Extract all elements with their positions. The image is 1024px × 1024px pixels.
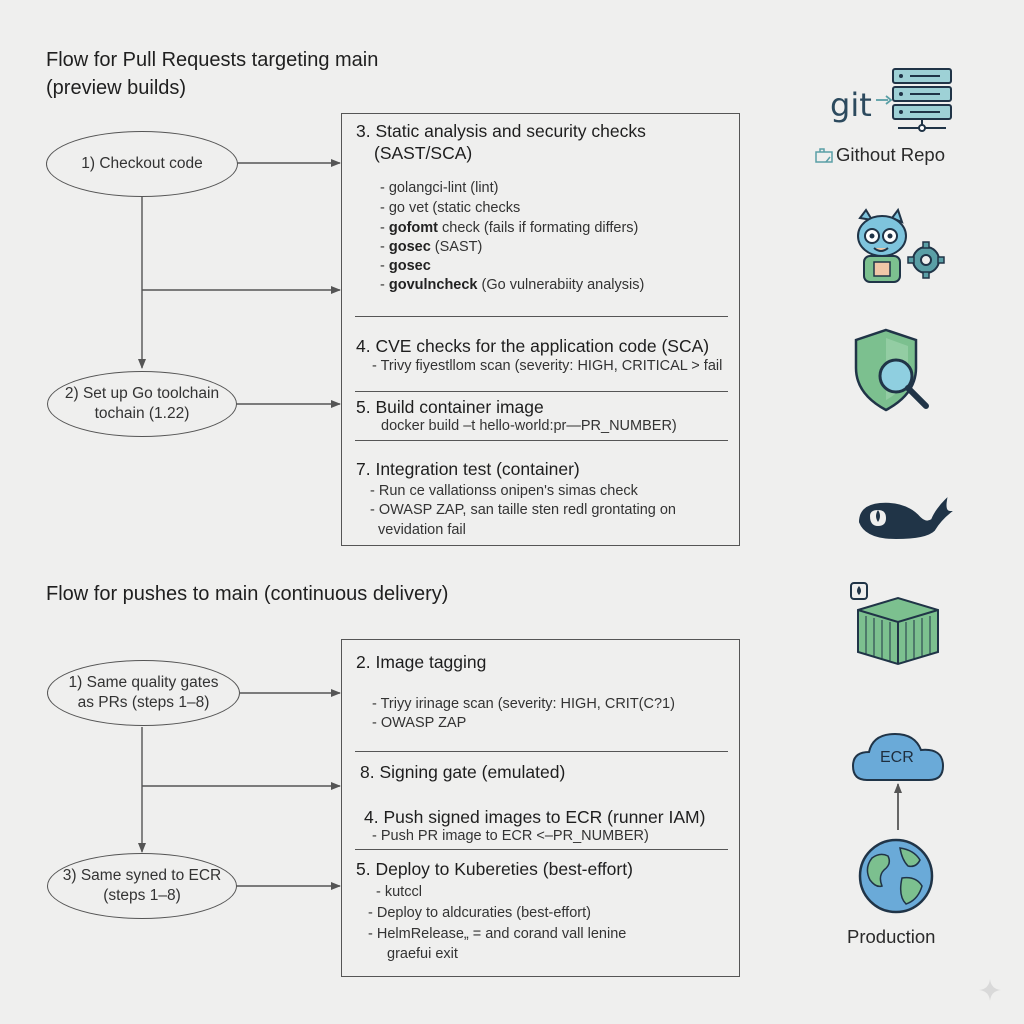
section-image-tagging-title: 2. Image tagging [356, 652, 487, 672]
static-item-rest: (Go vulnerabiity analysis) [477, 277, 645, 293]
integration-item: vevidation fail [378, 522, 466, 538]
container-icon [850, 582, 939, 666]
static-item-bold: govulncheck [388, 277, 478, 293]
server-icon [876, 68, 952, 132]
static-item-prefix: - [380, 258, 389, 274]
divider [355, 316, 728, 317]
ecr-cloud-icon [851, 732, 945, 781]
static-item-rest: check (fails if formating differs) [437, 220, 639, 236]
section-signing-gate-title: 8. Signing gate (emulated) [360, 762, 566, 782]
section-integration-title: 7. Integration test (container) [356, 459, 580, 479]
integration-item: - OWASP ZAP, san taille sten redl gronta… [370, 502, 677, 518]
divider [355, 751, 728, 752]
repo-small-icon [815, 148, 833, 163]
section-cve-title: 4. CVE checks for the application code (… [356, 336, 710, 356]
push-item: - Push PR image to ECR <–PR_NUMBER) [372, 828, 649, 844]
step-synced-ecr: 3) Same syned to ECR (steps 1–8) [47, 853, 237, 919]
pr-flow-title-line2: (preview builds) [46, 77, 187, 99]
main-delivery-box [341, 639, 740, 977]
static-item: - govulncheck (Go vulnerabiity analysis) [380, 275, 644, 295]
tagging-item: - OWASP ZAP [372, 715, 467, 731]
static-item-bold: gofomt [388, 220, 438, 236]
section-static-analysis-title-line1: 3. Static analysis and security checks [356, 121, 646, 141]
step-quality-gates: 1) Same quality gates as PRs (steps 1–8) [47, 660, 240, 726]
static-item-prefix: - [380, 277, 389, 293]
step-setup-go-line2: tochain (1.22) [94, 405, 190, 422]
divider [355, 440, 728, 441]
section-deploy-title: 5. Deploy to Kubereties (best-effort) [356, 859, 633, 879]
static-item: - gosec (SAST) [380, 237, 482, 257]
step-checkout-code-label: 1) Checkout code [81, 155, 203, 172]
static-item-bold: gosec [388, 258, 431, 274]
step-setup-go: 2) Set up Go toolchain tochain (1.22) [47, 371, 237, 437]
deploy-item: - HelmRelease„ = and corand vall lenine [368, 926, 627, 942]
section-static-analysis-title-line2: (SAST/SCA) [374, 143, 473, 163]
deploy-item: - Deploy to aldcuraties (best-effort) [368, 905, 591, 921]
whale-icon [858, 497, 953, 540]
pr-flow-title-line1: Flow for Pull Requests targeting main [46, 49, 379, 71]
main-flow-title: Flow for pushes to main (continuous deli… [46, 583, 449, 605]
static-item: - go vet (static checks [380, 200, 521, 216]
step-quality-gates-line2: as PRs (steps 1–8) [77, 694, 210, 711]
step-quality-gates-line1: 1) Same quality gates [68, 674, 219, 691]
deploy-item: graefui exit [387, 946, 458, 962]
section-build-title: 5. Build container image [356, 397, 544, 417]
repo-label: Githout Repo [836, 144, 945, 166]
sparkle-icon [979, 979, 1001, 1001]
step-checkout-code: 1) Checkout code [46, 131, 238, 197]
shield-search-icon [854, 328, 929, 412]
divider [355, 849, 728, 850]
static-item-prefix: - [380, 220, 389, 236]
git-logo-text: git [830, 86, 872, 124]
tagging-item: - Triyy irinage scan (severity: HIGH, CR… [372, 696, 675, 712]
cve-item: - Trivy fiyestllom scan (severity: HIGH,… [372, 358, 723, 374]
divider [355, 391, 728, 392]
gopher-gear-icon [857, 207, 945, 283]
build-item: docker build –t hello-world:pr—PR_NUMBER… [381, 418, 677, 434]
git-logo: git [830, 86, 872, 124]
static-item-prefix: - [380, 239, 389, 255]
pr-checks-box [341, 113, 740, 546]
ecr-label: ECR [880, 749, 914, 767]
section-push-ecr-title: 4. Push signed images to ECR (runner IAM… [364, 807, 706, 827]
pr-flow-title: Flow for Pull Requests targeting main (p… [46, 46, 378, 102]
step-synced-ecr-line1: 3) Same syned to ECR [62, 867, 222, 884]
section-static-analysis-title: 3. Static analysis and security checks (… [356, 120, 646, 164]
static-item-rest: (SAST) [430, 239, 483, 255]
deploy-item: - kutccl [376, 884, 422, 900]
globe-icon [858, 838, 934, 914]
static-item: - golangci-lint (lint) [380, 180, 499, 196]
static-item: - gofomt check (fails if formating diffe… [380, 218, 638, 238]
production-label-text: Production [847, 926, 936, 947]
static-item: - gosec [380, 256, 431, 276]
step-setup-go-line1: 2) Set up Go toolchain [64, 385, 220, 402]
ecr-label-text: ECR [880, 749, 914, 766]
production-label: Production [847, 926, 935, 948]
integration-item: - Run ce vallationss onipen's simas chec… [370, 483, 638, 499]
repo-label-text: Githout Repo [836, 144, 946, 165]
step-synced-ecr-line2: (steps 1–8) [103, 887, 181, 904]
static-item-bold: gosec [388, 239, 431, 255]
